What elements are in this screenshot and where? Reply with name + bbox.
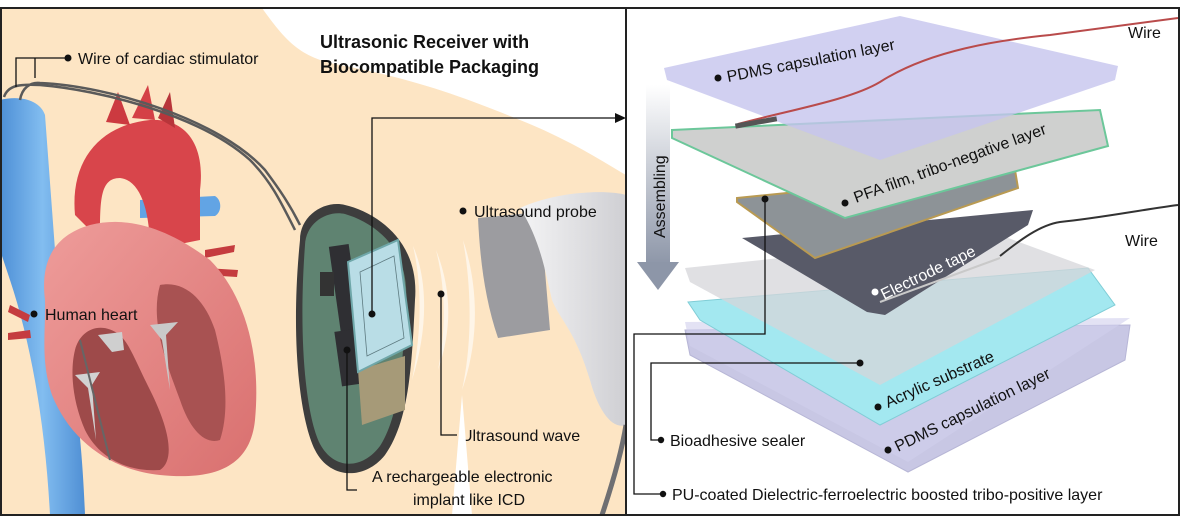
figure-title-line1: Ultrasonic Receiver with xyxy=(320,32,529,52)
label-implant-line2: implant like ICD xyxy=(413,492,525,509)
implant-battery xyxy=(358,356,405,425)
pdms-bottom-leader-dot xyxy=(884,446,892,454)
wire-leader-dot xyxy=(64,54,72,62)
electrode-leader-dot xyxy=(871,288,879,296)
label-ultrasound-probe: Ultrasound probe xyxy=(474,204,597,221)
implant-device xyxy=(295,204,416,474)
bioadhesive-leader-dot xyxy=(657,436,665,444)
pu-coated-leader-dot xyxy=(659,490,667,498)
stimulator-wires xyxy=(2,81,302,231)
pdms-top-leader-dot xyxy=(714,74,722,82)
heart-leader-dot xyxy=(30,310,38,318)
label-implant-line1: A rechargeable electronic xyxy=(372,469,553,486)
probe-cable xyxy=(599,424,629,516)
receiver-inner-outline xyxy=(359,255,405,357)
bioadhesive-leader-line xyxy=(650,362,860,441)
heart-illustration xyxy=(8,85,257,477)
label-wire-middle: Wire xyxy=(1125,233,1158,250)
receiver-leader-arrowhead xyxy=(615,113,626,123)
implant-leader-dot xyxy=(343,346,351,354)
electrode-strip xyxy=(879,257,1001,303)
probe-leader-dot xyxy=(459,207,467,215)
wire-middle xyxy=(999,204,1179,257)
ultrasound-waves xyxy=(412,240,475,390)
wire-top xyxy=(737,17,1179,125)
layer-pdms-top xyxy=(664,16,1118,160)
ultrasound-probe xyxy=(478,192,629,516)
right-panel: Assembling Electrode tape Wire Wire PDMS… xyxy=(626,8,1179,515)
bioadhesive-target-dot xyxy=(856,359,864,367)
wire-leader-line xyxy=(15,57,68,87)
implant-chip-2 xyxy=(320,272,334,296)
label-wire-of-cardiac-stimulator: Wire of cardiac stimulator xyxy=(78,51,259,68)
assembling-arrow: Assembling xyxy=(637,85,679,290)
label-ultrasound-wave: Ultrasound wave xyxy=(461,428,580,445)
top-electrode-tab xyxy=(734,116,778,129)
pu-coated-leader-line xyxy=(633,199,766,495)
figure-title-line2: Biocompatible Packaging xyxy=(320,57,539,77)
label-human-heart: Human heart xyxy=(45,307,138,324)
label-pu-coated-layer: PU-coated Dielectric-ferroelectric boost… xyxy=(672,487,1103,504)
receiver-leader-line xyxy=(371,117,620,314)
left-panel: Wire of cardiac stimulator Human heart U… xyxy=(0,8,629,516)
outer-frame xyxy=(0,7,1180,516)
label-bioadhesive-sealer: Bioadhesive sealer xyxy=(670,433,806,450)
light-beam xyxy=(452,395,472,515)
pfa-leader-dot xyxy=(841,199,849,207)
implant-leader-line xyxy=(346,350,357,491)
label-wire-top: Wire xyxy=(1128,25,1161,42)
receiver-leader-dot xyxy=(368,310,376,318)
pu-coated-target-dot xyxy=(761,195,769,203)
wave-leader-dot xyxy=(437,290,445,298)
wave-leader-line xyxy=(440,294,457,436)
label-assembling: Assembling xyxy=(652,155,669,238)
layer-pfa-film xyxy=(671,108,1110,220)
acrylic-leader-dot xyxy=(874,403,882,411)
